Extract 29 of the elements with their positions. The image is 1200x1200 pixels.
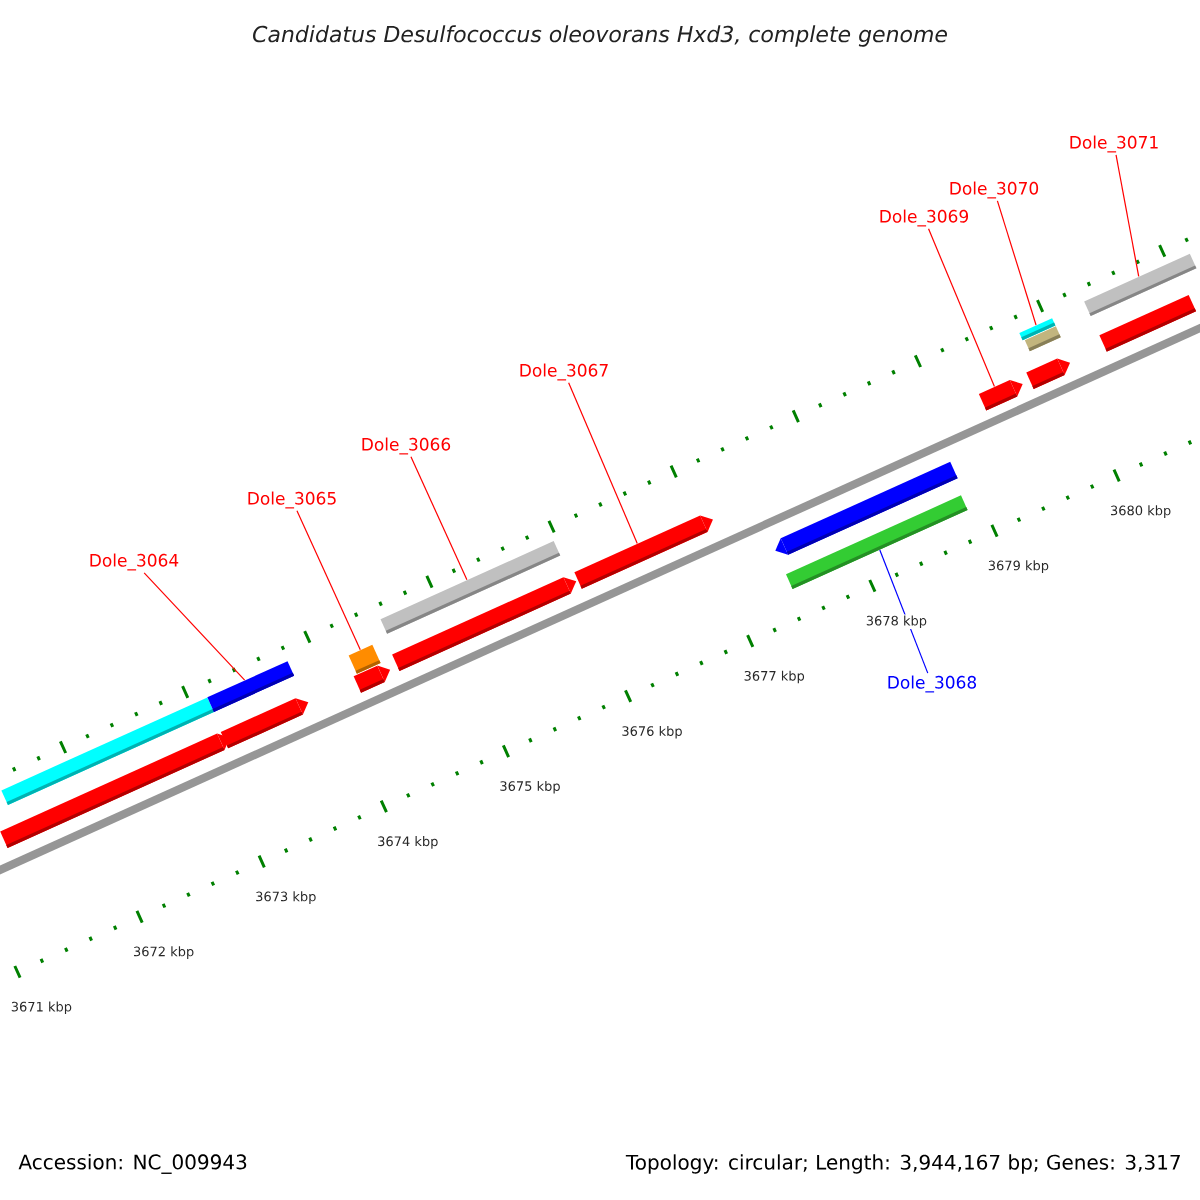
leader-line	[143, 572, 246, 681]
gene-label: Dole_3071	[1070, 135, 1158, 153]
gene-bar	[220, 698, 309, 749]
gene-bar	[353, 665, 391, 693]
gene-bar	[775, 461, 958, 555]
title: Candidatus Desulfococcus oleovorans Hxd3, complete genome	[253, 25, 947, 47]
leader-line	[296, 510, 361, 651]
gene-bar	[574, 515, 713, 589]
gene-bar	[978, 380, 1023, 411]
leader-line	[1115, 154, 1140, 278]
leader-line	[996, 200, 1037, 326]
gene-label: Dole_3065	[248, 491, 336, 509]
gene-label: Dole_3069	[880, 209, 969, 227]
leader-line	[927, 228, 995, 388]
gene-bar	[392, 577, 577, 671]
gene-label: Dole_3064	[90, 553, 179, 571]
leader-line	[568, 382, 638, 545]
genome-info-text: Topology: circular; Length: 3,944,167 bp; Genes: 3,317	[625, 1154, 1180, 1174]
gene-bar	[1099, 294, 1197, 352]
gene-label: Dole_3070	[950, 181, 1039, 199]
accession-text: Accession: NC_009943	[18, 1154, 247, 1174]
gene-bar	[1026, 358, 1071, 389]
gene-bar	[0, 733, 230, 848]
gene-bar	[1024, 326, 1061, 352]
gene-label: Dole_3068	[888, 675, 977, 693]
gene-label: Dole_3067	[520, 363, 608, 381]
leader-line	[410, 456, 468, 581]
gene-label: Dole_3066	[362, 437, 451, 455]
leader-line	[879, 549, 929, 674]
